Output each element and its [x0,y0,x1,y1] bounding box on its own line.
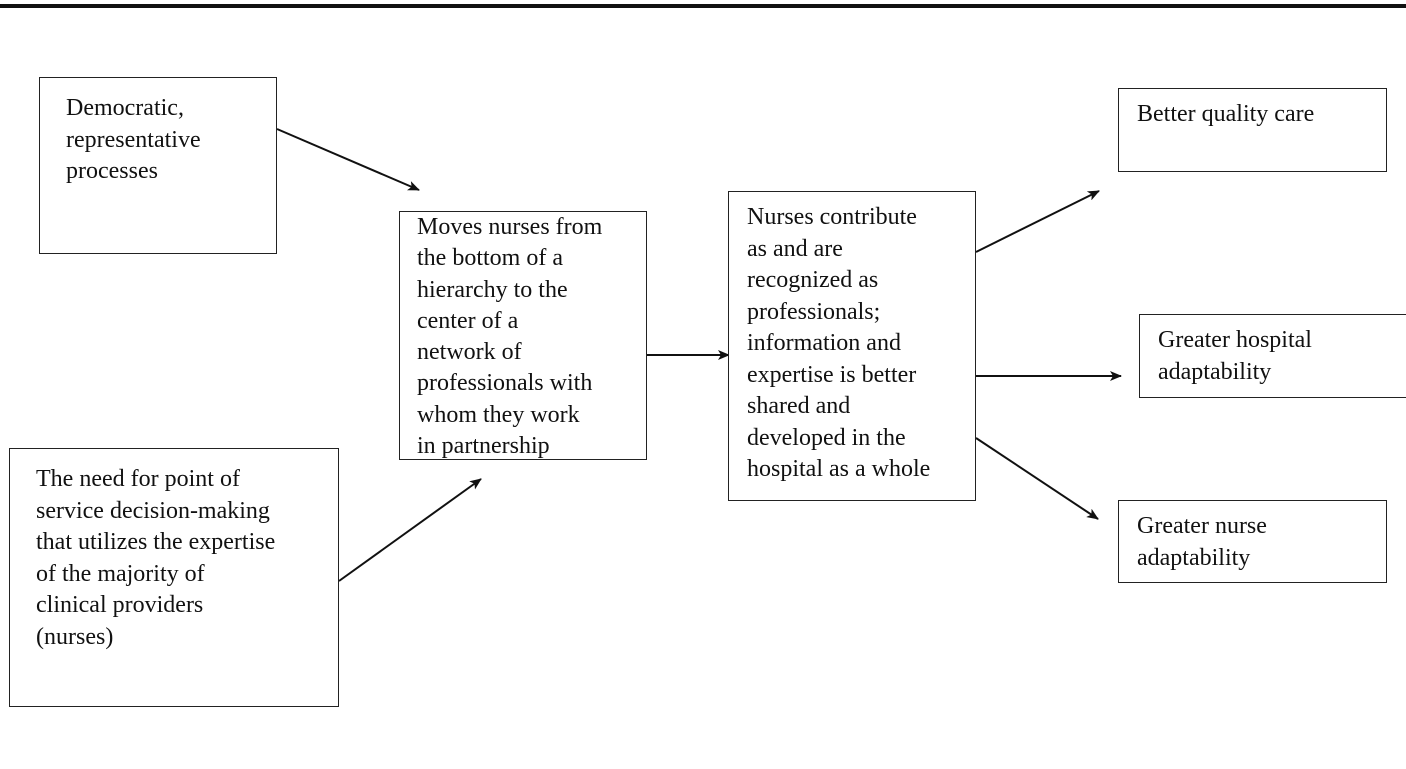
arrow-democratic-to-moves [276,128,420,191]
arrow-nurses-to-quality [975,190,1100,253]
node-nurses-contribute: Nurses contribute as and are recognized … [728,191,976,501]
top-rule [0,4,1406,8]
node-better-quality-care-text: Better quality care [1137,101,1315,127]
node-greater-nurse-adaptability: Greater nurse adaptability [1118,500,1387,583]
arrow-need-to-moves [338,478,482,582]
node-greater-hospital-adaptability-text: Greater hospital adaptability [1158,327,1312,385]
node-greater-hospital-adaptability: Greater hospital adaptability [1139,314,1406,398]
node-point-of-service-need: The need for point of service decision-m… [9,448,339,707]
arrow-nurses-to-nurseadapt [975,437,1099,520]
node-moves-nurses-text: Moves nurses from the bottom of a hierar… [417,214,603,460]
node-moves-nurses: Moves nurses from the bottom of a hierar… [399,211,647,460]
node-better-quality-care: Better quality care [1118,88,1387,172]
node-nurses-contribute-text: Nurses contribute as and are recognized … [747,204,931,482]
node-greater-nurse-adaptability-text: Greater nurse adaptability [1137,513,1267,571]
node-democratic-processes: Democratic, representative processes [39,77,277,254]
node-point-of-service-need-text: The need for point of service decision-m… [36,466,276,650]
node-democratic-processes-text: Democratic, representative processes [66,95,201,184]
